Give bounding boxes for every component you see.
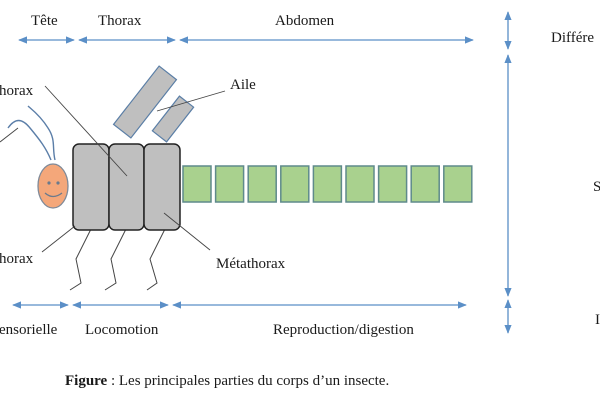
insect-head <box>37 163 69 209</box>
label-metathorax: Métathorax <box>216 256 286 272</box>
label-right-bottom: I <box>595 312 600 328</box>
leader-metathorax <box>163 212 211 251</box>
prothorax-segment <box>72 143 110 231</box>
label-right-middle: S <box>593 179 600 195</box>
abdomen-segment <box>377 165 408 203</box>
abdomen-segment <box>214 165 245 203</box>
abdomen-segment <box>247 165 277 203</box>
label-reproduction: Reproduction/digestion <box>273 322 414 338</box>
leg-front <box>69 228 92 291</box>
metathorax-segment <box>143 143 181 231</box>
label-head: Tête <box>31 13 58 29</box>
label-prothorax: horax <box>0 251 34 267</box>
caption-text: : Les principales parties du corps d’un … <box>107 373 389 389</box>
abdomen-segment <box>280 165 310 203</box>
label-wing: Aile <box>230 77 256 93</box>
mouth-smile <box>44 192 63 198</box>
mesothorax-segment <box>108 143 145 231</box>
leader-wing <box>156 90 226 112</box>
leg-hind <box>146 228 166 291</box>
label-locomotion: Locomotion <box>85 322 159 338</box>
abdomen-segment <box>182 165 212 203</box>
antenna-right <box>27 105 56 161</box>
abdomen-segment <box>345 165 375 203</box>
wing-hind <box>151 95 195 143</box>
wing-front <box>112 65 178 139</box>
eye-left <box>47 181 51 185</box>
label-right-top: Différe <box>551 30 594 46</box>
label-sensory: ensorielle <box>0 322 58 338</box>
eye-right <box>56 181 60 185</box>
abdomen-segment <box>410 165 440 203</box>
caption-bold: Figure <box>65 373 108 389</box>
leg-middle <box>104 228 127 291</box>
label-mesothorax: horax <box>0 83 34 99</box>
figure-caption: Figure : Les principales parties du corp… <box>65 373 389 389</box>
leader-mesothorax <box>44 85 128 177</box>
abdomen-segments <box>182 165 473 203</box>
label-thorax: Thorax <box>98 13 142 29</box>
label-abdomen: Abdomen <box>275 13 335 29</box>
abdomen-segment <box>312 165 343 203</box>
leader-antenna <box>0 127 19 143</box>
antenna-left <box>7 119 52 161</box>
leader-prothorax <box>41 225 76 253</box>
abdomen-segment <box>443 165 473 203</box>
